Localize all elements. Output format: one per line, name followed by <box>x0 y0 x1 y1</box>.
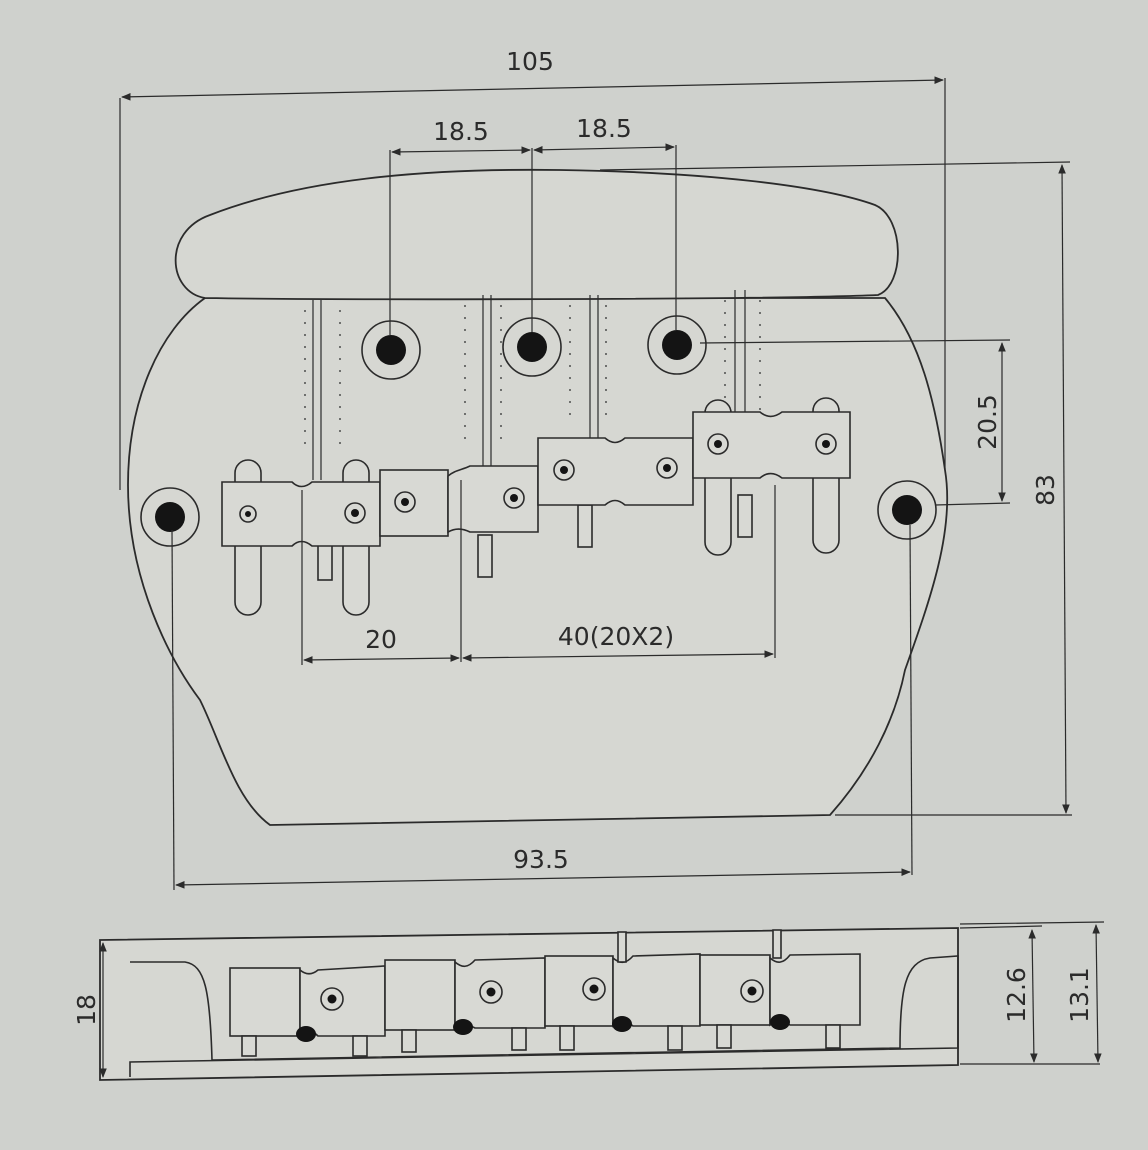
side-saddles <box>229 953 861 1038</box>
side-saddle-screws <box>320 977 764 1011</box>
dimension-20-5: 20.5 <box>699 339 1011 506</box>
string-slot-3 <box>569 295 607 440</box>
dimension-18: 18 <box>72 942 107 1078</box>
dimension-93-5: 93.5 <box>171 524 913 891</box>
side-cavity <box>129 955 959 1077</box>
saddle-bar-2 <box>447 465 539 534</box>
mount-hole-left <box>140 487 200 547</box>
mount-hole-right <box>877 480 937 540</box>
dimension-18-5-pair: 18.5 18.5 <box>389 114 677 335</box>
saddle-bar-1 <box>221 469 449 547</box>
string-slot-4 <box>724 290 761 420</box>
side-string-ends <box>296 1014 790 1042</box>
dimension-20-5-label: 20.5 <box>973 394 1002 450</box>
dimension-105-label: 105 <box>506 47 554 76</box>
dimension-20-label: 20 <box>365 625 397 654</box>
anchor-hole-3 <box>647 315 707 375</box>
dimension-18-5-left-label: 18.5 <box>433 117 489 146</box>
dimension-13-1: 13.1 <box>959 921 1105 1063</box>
dimension-83-label: 83 <box>1031 474 1060 506</box>
string-slots <box>304 290 761 480</box>
dimension-18-5-right-label: 18.5 <box>576 114 632 143</box>
dimension-18-label: 18 <box>72 994 101 1026</box>
top-view: 105 18.5 18.5 20.5 83 93.5 <box>119 47 1072 891</box>
dimension-20-and-40: 20 40(20X2) <box>301 480 776 665</box>
dimension-93-5-label: 93.5 <box>513 845 569 874</box>
dimension-12-6: 12.6 <box>959 925 1100 1065</box>
dimension-105: 105 <box>119 47 946 490</box>
saddle-bar-3 <box>537 437 694 506</box>
saddle-bar-4 <box>692 411 851 479</box>
string-slot-2 <box>464 295 502 470</box>
side-post-left <box>617 931 627 963</box>
tail-piece <box>174 168 899 301</box>
dimension-12-6-label: 12.6 <box>1002 967 1031 1023</box>
side-post-right <box>772 929 782 959</box>
string-slot-1 <box>304 300 341 480</box>
dimension-83: 83 <box>599 161 1072 816</box>
anchor-holes <box>361 315 707 380</box>
dimension-13-1-label: 13.1 <box>1065 967 1094 1023</box>
side-height-screws <box>241 1024 841 1057</box>
dimension-40-label: 40(20X2) <box>558 622 674 651</box>
anchor-hole-1 <box>361 320 421 380</box>
side-view: 18 12.6 13.1 <box>72 921 1105 1081</box>
